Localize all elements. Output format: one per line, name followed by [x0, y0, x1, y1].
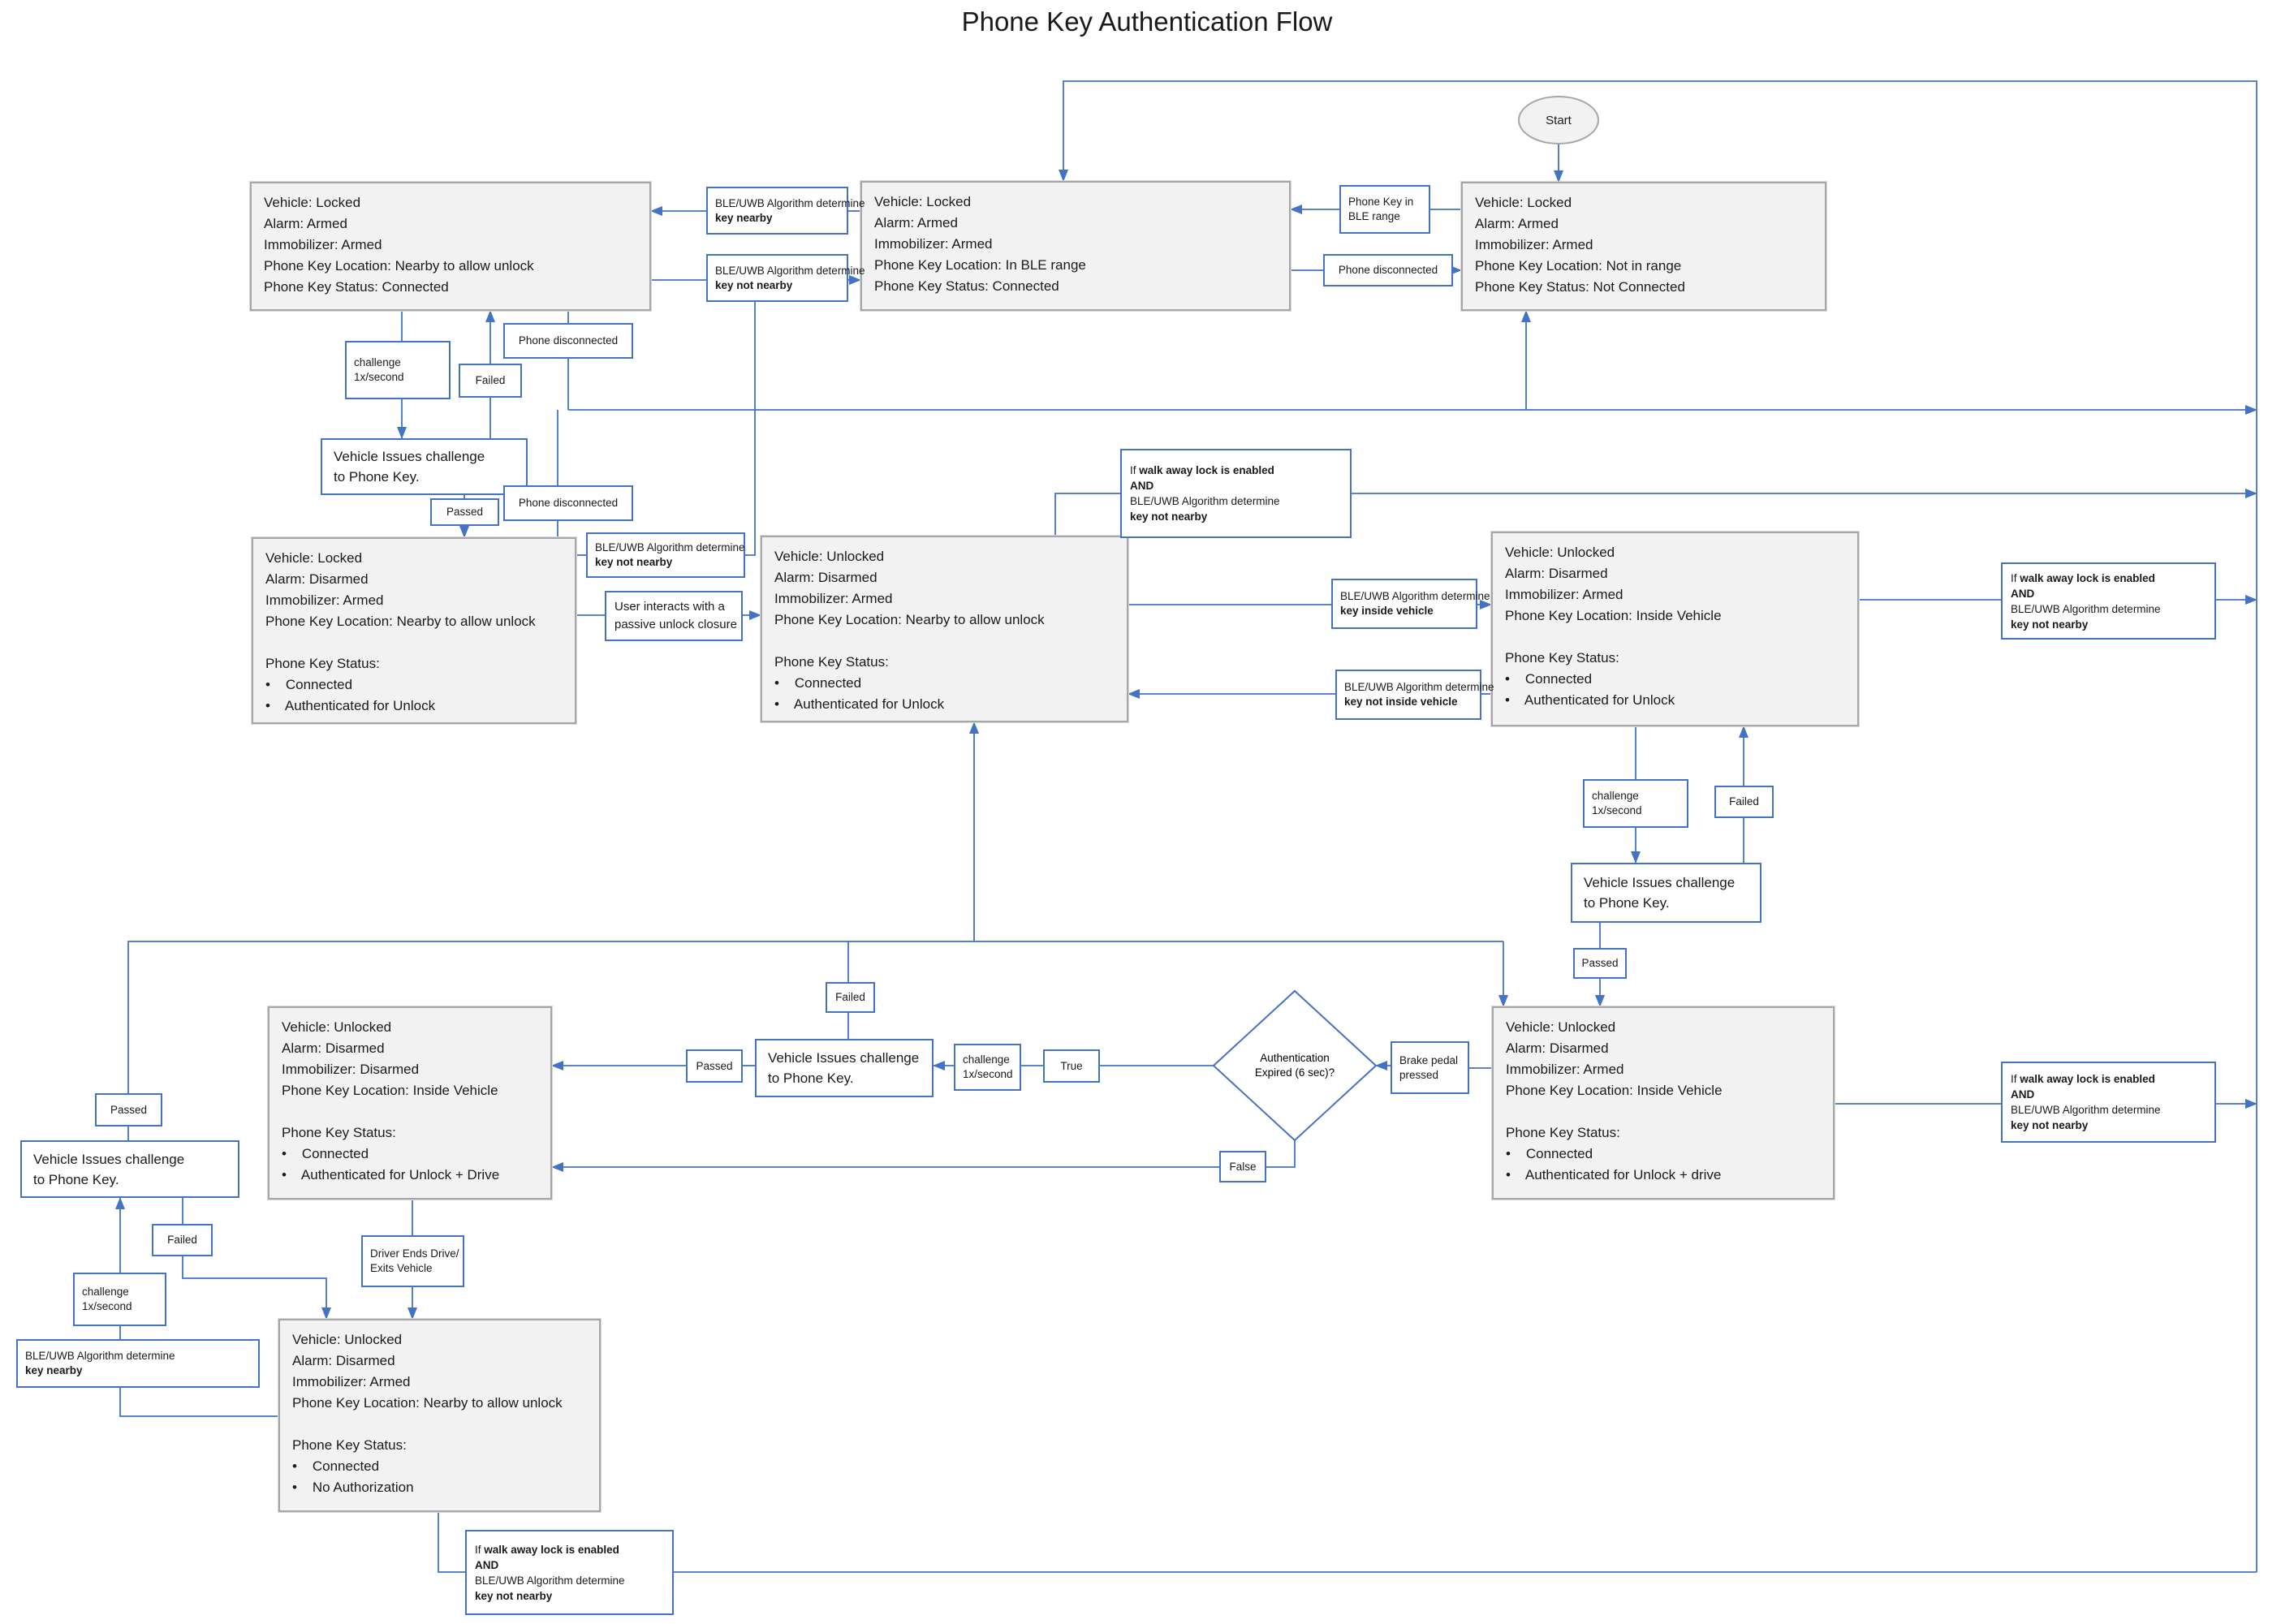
decision-auth-expired [1212, 989, 1378, 1142]
connector-key-not-nearby-mid-elbow [745, 302, 756, 556]
label-failed-4: Failed [152, 1224, 213, 1256]
label-phone-disconnected-1: Phone disconnected [503, 323, 633, 359]
label-failed-1: Failed [459, 364, 522, 398]
label-passed-4: Passed [95, 1093, 162, 1126]
connector-decision-to-false [1266, 1140, 1296, 1168]
label-failed-3: Failed [826, 982, 875, 1013]
label-phone-disconnected-right: Phone disconnected [1323, 254, 1453, 286]
label-false: False [1219, 1151, 1266, 1182]
label-phone-disconnected-2: Phone disconnected [503, 485, 633, 521]
connector-failed4-to-no-auth [182, 1256, 331, 1320]
diagram-title: Phone Key Authentication Flow [961, 6, 1333, 37]
connector-right-rail-top-loop [1059, 80, 2257, 1572]
label-driver-ends-drive: Driver Ends Drive/Exits Vehicle [361, 1235, 464, 1287]
connector-no-auth-to-walkaway4 [438, 1512, 465, 1573]
label-failed-2: Failed [1714, 786, 1774, 818]
start-terminator: Start [1518, 96, 1599, 144]
connector-unlocked-to-walkaway1 [1054, 493, 1120, 536]
connector-return-rail [127, 941, 1503, 1093]
label-passed-1: Passed [430, 498, 499, 526]
label-passed-2: Passed [1573, 948, 1627, 979]
label-passed-3: Passed [686, 1049, 743, 1083]
label-true: True [1043, 1049, 1100, 1083]
connector-key-nearby-to-no-auth [119, 1388, 278, 1417]
